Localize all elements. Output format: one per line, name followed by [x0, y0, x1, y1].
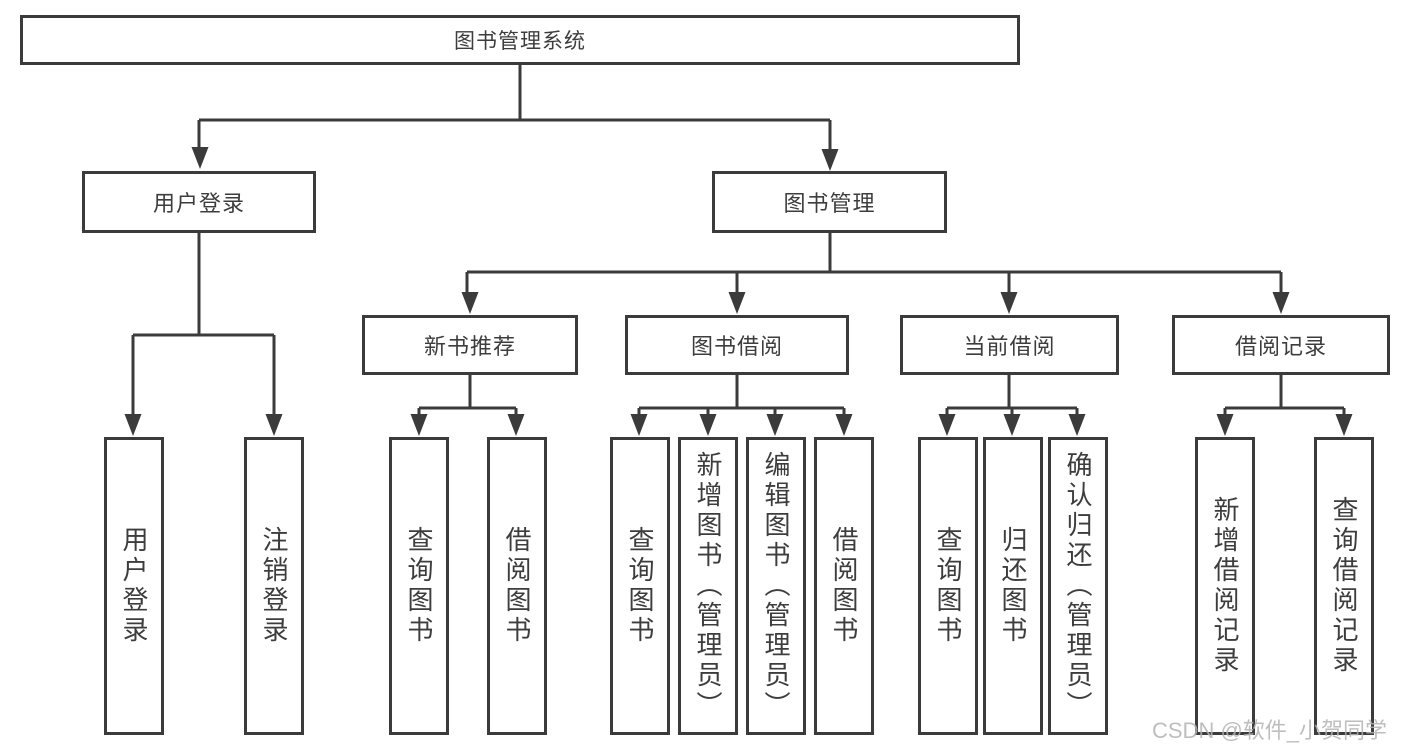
- node-book-borrow: 图书借阅: [625, 315, 849, 375]
- leaf-label: 借阅图书: [502, 526, 532, 646]
- leaf-add-borrow-record: 新增借阅记录: [1195, 437, 1255, 735]
- leaf-label: 归还图书: [998, 526, 1028, 646]
- leaf-user-login: 用户登录: [104, 437, 164, 735]
- leaf-label: 确认归还（管理员）: [1063, 451, 1093, 721]
- leaf-logout: 注销登录: [244, 437, 304, 735]
- node-new-book-recommend: 新书推荐: [362, 315, 578, 375]
- leaf-query-books-borrow: 查询图书: [610, 437, 670, 735]
- leaf-label: 用户登录: [119, 526, 149, 646]
- leaf-query-books-recommend: 查询图书: [389, 437, 449, 735]
- leaf-borrow-books: 借阅图书: [814, 437, 874, 735]
- leaf-label: 借阅图书: [829, 526, 859, 646]
- leaf-label: 查询图书: [625, 526, 655, 646]
- node-borrow-records: 借阅记录: [1172, 315, 1390, 375]
- leaf-add-books-admin: 新增图书（管理员）: [678, 437, 738, 735]
- leaf-label: 查询图书: [933, 526, 963, 646]
- leaf-label: 查询图书: [404, 526, 434, 646]
- leaf-label: 新增图书（管理员）: [693, 451, 723, 721]
- node-current-borrow: 当前借阅: [900, 315, 1119, 375]
- csdn-watermark: CSDN @软件_小贺同学: [1152, 718, 1388, 743]
- leaf-label: 编辑图书（管理员）: [761, 451, 791, 721]
- leaf-edit-books-admin: 编辑图书（管理员）: [746, 437, 806, 735]
- leaf-return-books: 归还图书: [983, 437, 1043, 735]
- leaf-query-borrow-record: 查询借阅记录: [1314, 437, 1374, 735]
- leaf-label: 注销登录: [259, 526, 289, 646]
- node-user-login-branch: 用户登录: [82, 171, 316, 233]
- node-book-management-branch: 图书管理: [712, 171, 947, 233]
- leaf-confirm-return-admin: 确认归还（管理员）: [1048, 437, 1108, 735]
- leaf-label: 查询借阅记录: [1329, 496, 1359, 676]
- leaf-query-books-current: 查询图书: [918, 437, 978, 735]
- node-root-system: 图书管理系统: [20, 15, 1020, 65]
- leaf-borrow-books-recommend: 借阅图书: [487, 437, 547, 735]
- leaf-label: 新增借阅记录: [1210, 496, 1240, 676]
